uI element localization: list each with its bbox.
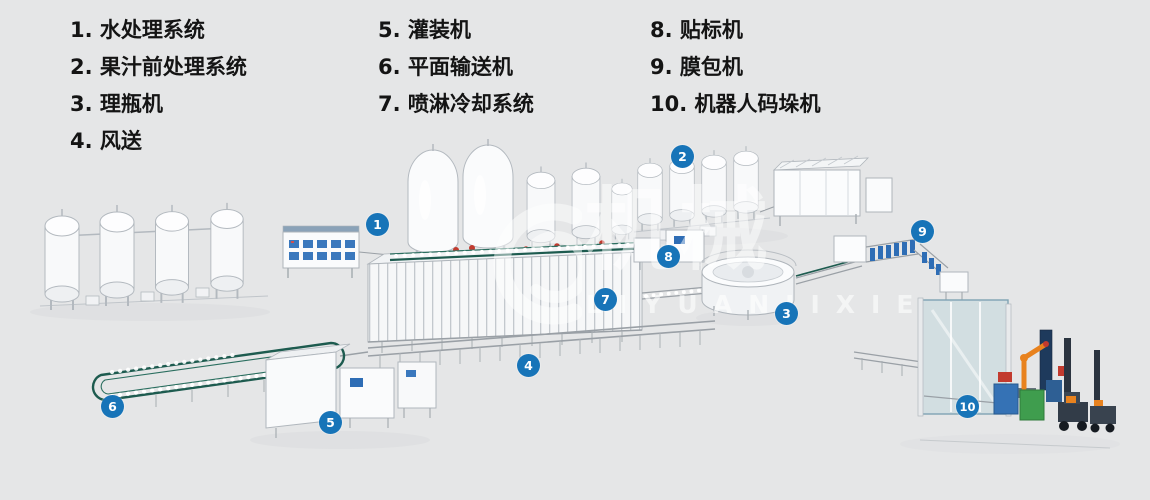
legend-item-1: 1. 水处理系统: [70, 18, 205, 42]
control-panel-unit: [282, 225, 401, 278]
badge-7: 7: [594, 288, 617, 311]
legend-item-5: 5. 灌装机: [378, 18, 471, 42]
legend-item-4: 4. 风送: [70, 129, 142, 153]
mid-tanks: [523, 161, 633, 252]
legend-column-2: 5. 灌装机 6. 平面输送机 7. 喷淋冷却系统: [378, 12, 534, 123]
legend-item-10: 10. 机器人码垛机: [650, 92, 821, 116]
legend-item-7: 7. 喷淋冷却系统: [378, 92, 534, 116]
badge-6: 6: [101, 395, 124, 418]
badge-1: 1: [366, 213, 389, 236]
big-tanks: [406, 137, 515, 268]
water-treatment-system: [39, 201, 269, 311]
badge-10: 10: [956, 395, 979, 418]
filling-machine: [265, 343, 437, 438]
bottle-unscrambler: [699, 249, 797, 320]
juice-pretreatment-system: [633, 145, 777, 241]
badge-3: 3: [775, 302, 798, 325]
film-wrapping-machine: [795, 235, 969, 300]
legend-column-3: 8. 贴标机 9. 膜包机 10. 机器人码垛机: [650, 12, 821, 123]
legend-item-6: 6. 平面输送机: [378, 55, 513, 79]
spray-cooling-tunnel: [366, 241, 660, 353]
badge-8: 8: [657, 245, 680, 268]
badge-9: 9: [911, 220, 934, 243]
legend-item-8: 8. 贴标机: [650, 18, 743, 42]
legend-item-2: 2. 果汁前处理系统: [70, 55, 247, 79]
badge-2: 2: [671, 145, 694, 168]
legend-item-9: 9. 膜包机: [650, 55, 743, 79]
badge-5: 5: [319, 411, 342, 434]
legend-item-3: 3. 理瓶机: [70, 92, 163, 116]
legend-column-1: 1. 水处理系统 2. 果汁前处理系统 3. 理瓶机 4. 风送: [70, 12, 247, 160]
top-right-machines: [772, 155, 893, 226]
robot-palletizer: [853, 297, 1116, 449]
badge-4: 4: [517, 354, 540, 377]
